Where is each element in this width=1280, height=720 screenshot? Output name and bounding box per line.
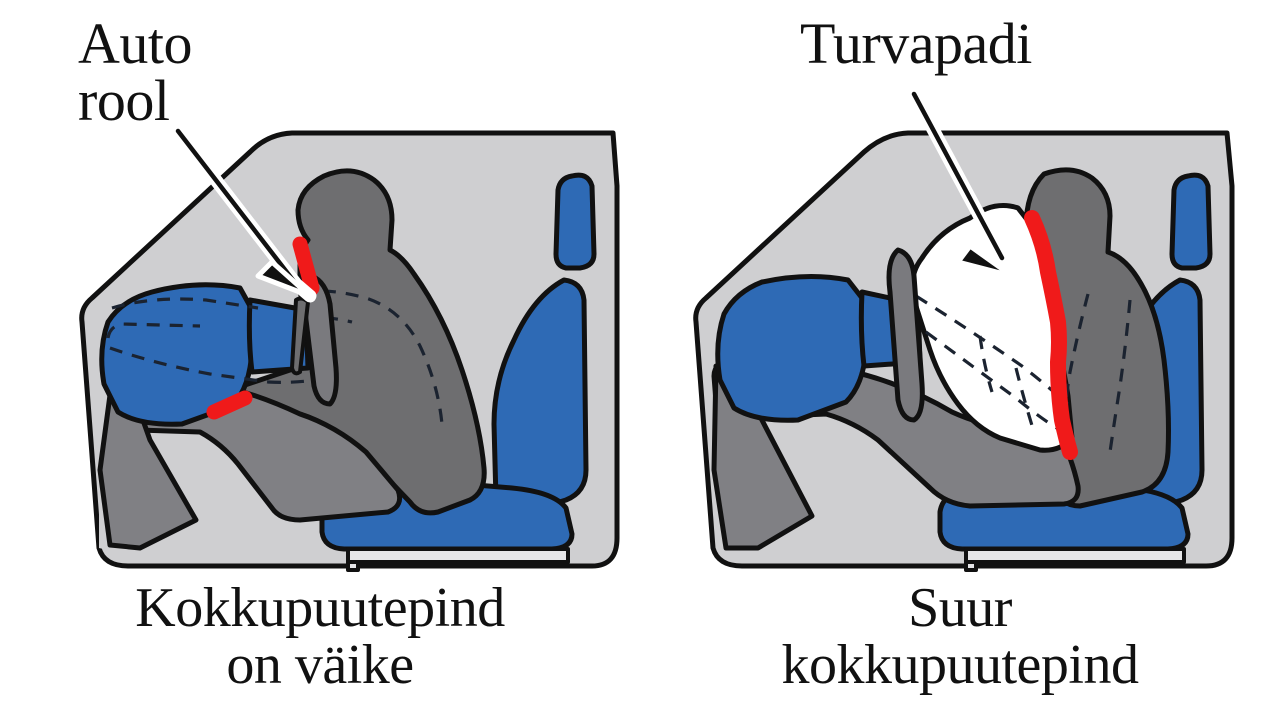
caption-right: Suur kokkupuutepind [781,577,1139,697]
seat-rail-post [964,560,978,572]
dashed-torso-outline [299,289,444,425]
airbag-fold-line-2 [925,330,1061,432]
panel-with-airbag [640,0,1280,720]
steering-wheel[interactable] [886,247,925,423]
dashboard [99,282,255,427]
seat-rail [346,547,570,564]
rear-seat-back [553,172,597,271]
callout-arrow-right [907,87,1019,283]
panel-without-airbag [79,124,620,572]
rear-seat-back [1169,172,1213,271]
callout-arrow-left [171,124,317,303]
callout-label-auto-rool: Auto rool [78,11,193,133]
dashboard [715,273,869,423]
airbag-fold-line-3 [1014,367,1036,433]
contact-mark-knee [206,390,253,420]
seat-rail [964,547,1186,564]
illustration-without-airbag [79,124,620,572]
dashed-dashboard-outline-2 [106,322,201,339]
seat-rail-post [346,560,360,572]
dashed-dashboard-outline-3 [109,346,269,384]
dashed-dashboard-outline [111,297,259,310]
steering-wheel-shaft [290,296,310,376]
illustration-with-airbag [693,87,1235,572]
airbag-fold-line-4 [978,335,994,393]
contact-mark-chest [292,236,320,296]
dashed-occupant-outline-2 [1108,299,1132,453]
caption-left: Kokkupuutepind on väike [135,577,505,697]
callout-label-turvapadi: Turvapadi [800,11,1032,76]
dashed-occupant-outline [267,374,339,384]
contact-line-airbag-torso [1024,210,1078,460]
dashed-occupant-outline [1062,293,1090,441]
